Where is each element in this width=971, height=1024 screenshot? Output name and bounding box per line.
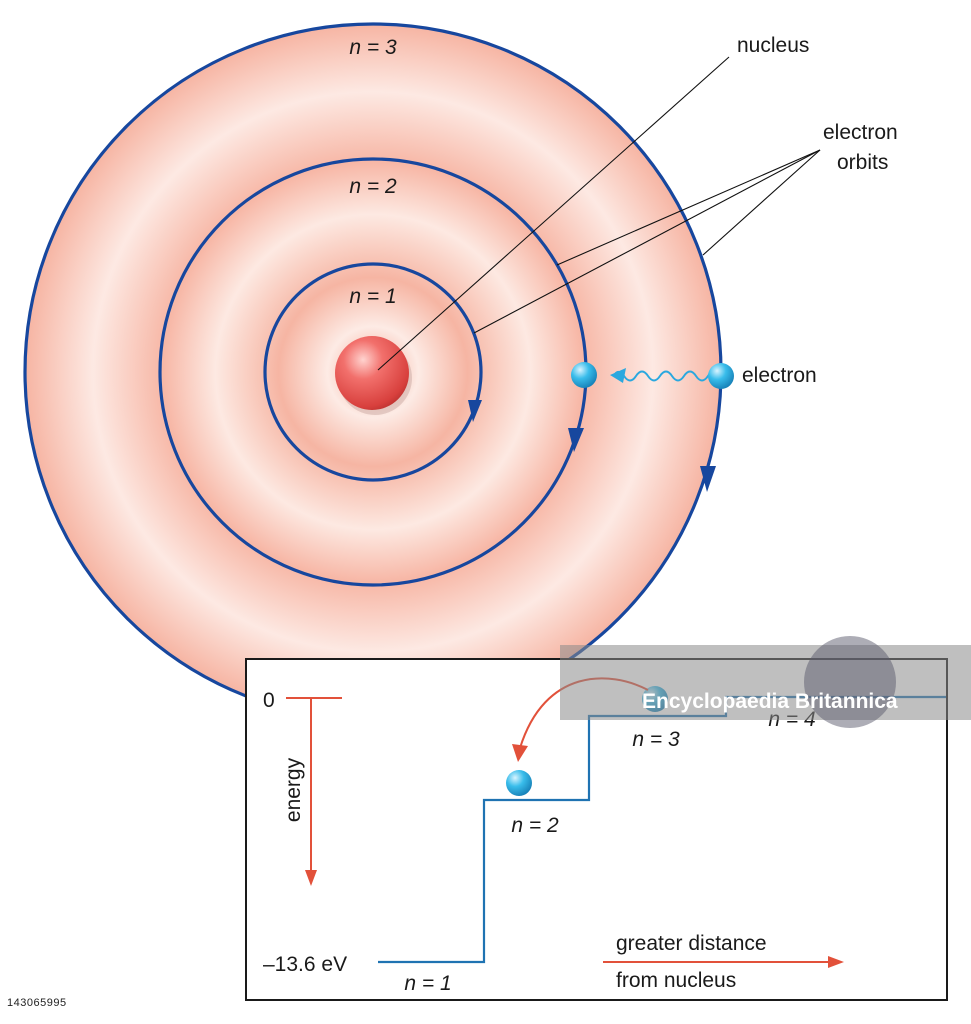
photon-arrow-icon — [610, 368, 626, 383]
watermark-brand: Encyclopaedia Britannica — [642, 690, 898, 713]
nucleus-leader-line — [377, 56, 730, 371]
orbit-arrowheads — [468, 400, 716, 492]
electron-orbits-callout-line2: orbits — [837, 151, 888, 174]
level-label-n3: n = 3 — [632, 728, 680, 751]
watermark-logo-icon — [804, 636, 896, 728]
transition-arrow-icon — [512, 744, 528, 762]
orbit-label-n1: n = 1 — [349, 285, 396, 308]
level-label-n2: n = 2 — [511, 814, 559, 837]
orbit-leader-line-2 — [556, 149, 821, 266]
electron-orbits-callout-line1: electron — [823, 121, 898, 144]
distance-arrow-icon — [828, 956, 844, 968]
orbit-leader-line-3 — [702, 149, 821, 256]
electron-orbit-n2 — [571, 362, 597, 388]
electron-orbit-n3 — [708, 363, 734, 389]
watermark: Encyclopaedia Britannica — [560, 636, 971, 728]
orbit-label-n3: n = 3 — [349, 36, 397, 59]
nucleus-callout: nucleus — [737, 34, 809, 57]
distance-label-line2: from nucleus — [616, 969, 736, 992]
distance-label-line1: greater distance — [616, 932, 767, 955]
orbit-n1 — [263, 262, 483, 482]
photon-wave — [614, 370, 721, 382]
energy-axis-arrow-icon — [305, 870, 317, 886]
energy-zero-label: 0 — [263, 689, 275, 712]
orbit-n3-arrow-icon — [700, 466, 716, 492]
orbit-label-n2: n = 2 — [349, 175, 397, 198]
image-id-label: 143065995 — [4, 996, 70, 1010]
orbit-leader-line-1 — [473, 149, 821, 334]
electron-callout: electron — [742, 364, 817, 387]
level-label-n1: n = 1 — [404, 972, 451, 995]
orbit-n1-arrow-icon — [468, 400, 482, 422]
callout-lines — [377, 56, 821, 371]
watermark-band — [560, 645, 971, 720]
energy-axis-label: energy — [282, 757, 305, 822]
ground-energy-label: –13.6 eV — [263, 953, 347, 976]
energy-electron-n2 — [506, 770, 532, 796]
orbit-n2-arrow-icon — [568, 428, 584, 452]
nucleus — [335, 336, 412, 415]
